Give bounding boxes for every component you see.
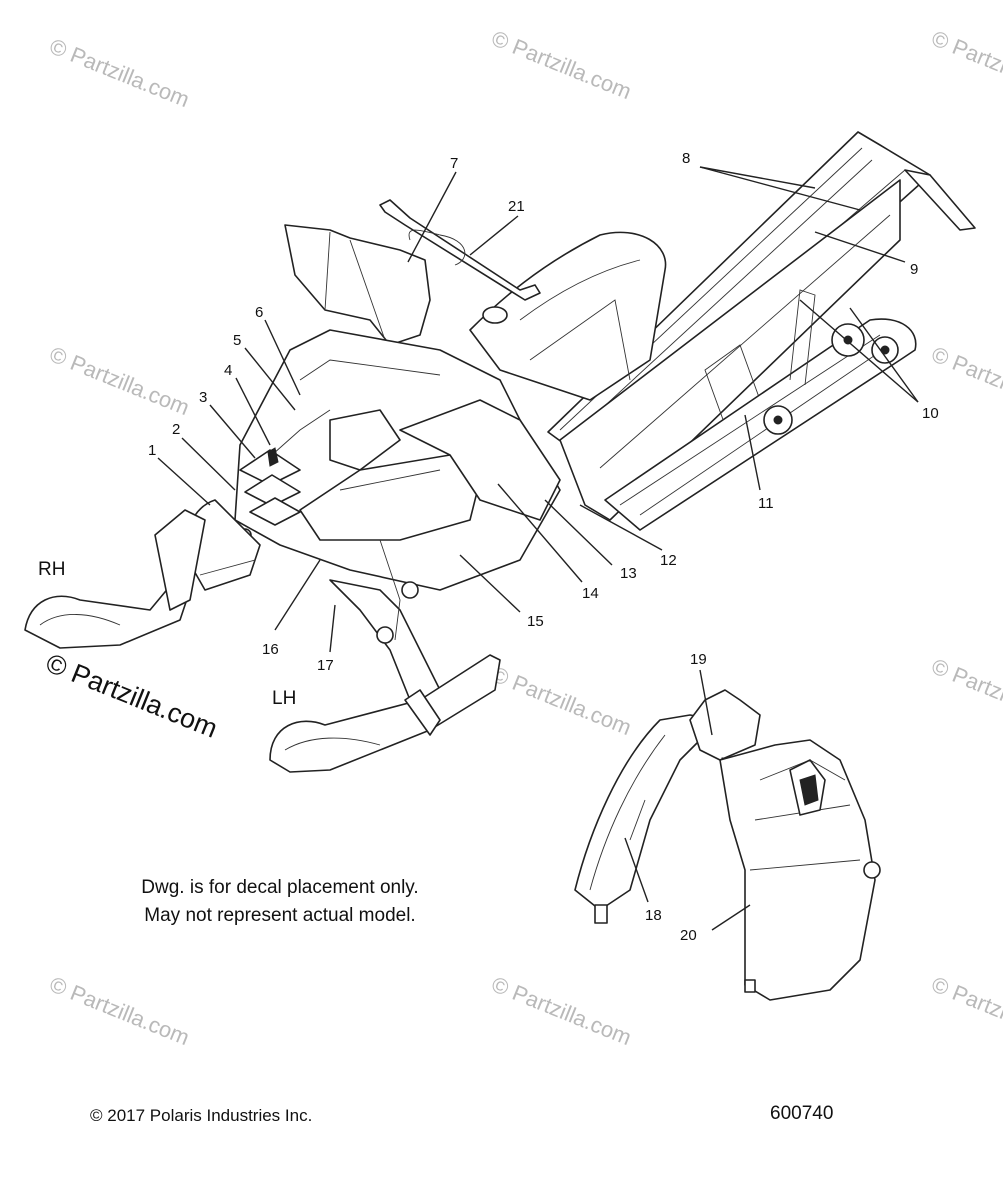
callout-6: 6 (255, 304, 263, 321)
callout-4: 4 (224, 362, 232, 379)
placement-note: Dwg. is for decal placement only. May no… (90, 874, 470, 930)
callout-16: 16 (262, 641, 279, 658)
callout-15: 15 (527, 613, 544, 630)
note-line-1: Dwg. is for decal placement only. (141, 877, 419, 898)
callout-9: 9 (910, 261, 918, 278)
watermark: © Partzilla.com (928, 25, 1003, 104)
note-line-2: May not represent actual model. (144, 905, 416, 926)
callout-14: 14 (582, 585, 599, 602)
callout-labels: 1 2 3 4 5 6 7 8 9 10 11 12 13 14 15 16 1… (148, 150, 939, 944)
watermark: © Partzilla.com (488, 971, 635, 1050)
callout-12: 12 (660, 552, 677, 569)
main-watermark: © Partzilla.com (42, 648, 222, 744)
callout-11: 11 (758, 495, 774, 512)
leader-lines (157, 166, 919, 931)
callout-13: 13 (620, 565, 637, 582)
watermark: © Partzilla.com (46, 33, 193, 112)
snowmobile-drawing (24, 131, 976, 773)
callout-20: 20 (680, 927, 697, 944)
drawing-number: 600740 (770, 1103, 834, 1124)
watermark: © Partzilla.com (46, 341, 193, 420)
callout-19: 19 (690, 651, 707, 668)
watermark: © Partzilla.com (488, 661, 635, 740)
watermark: © Partzilla.com (928, 341, 1003, 420)
lh-label: LH (272, 688, 296, 709)
watermark: © Partzilla.com (928, 971, 1003, 1050)
callout-1: 1 (148, 442, 156, 459)
watermark: © Partzilla.com (928, 653, 1003, 732)
callout-21: 21 (508, 198, 525, 215)
rh-label: RH (38, 559, 65, 580)
copyright-text: © 2017 Polaris Industries Inc. (90, 1106, 313, 1125)
callout-10: 10 (922, 405, 939, 422)
callout-5: 5 (233, 332, 241, 349)
callout-18: 18 (645, 907, 662, 924)
callout-2: 2 (172, 421, 180, 438)
callout-17: 17 (317, 657, 334, 674)
callout-3: 3 (199, 389, 207, 406)
callout-8: 8 (682, 150, 690, 167)
watermark: © Partzilla.com (46, 971, 193, 1050)
watermark: © Partzilla.com (488, 25, 635, 104)
callout-7: 7 (450, 155, 458, 172)
